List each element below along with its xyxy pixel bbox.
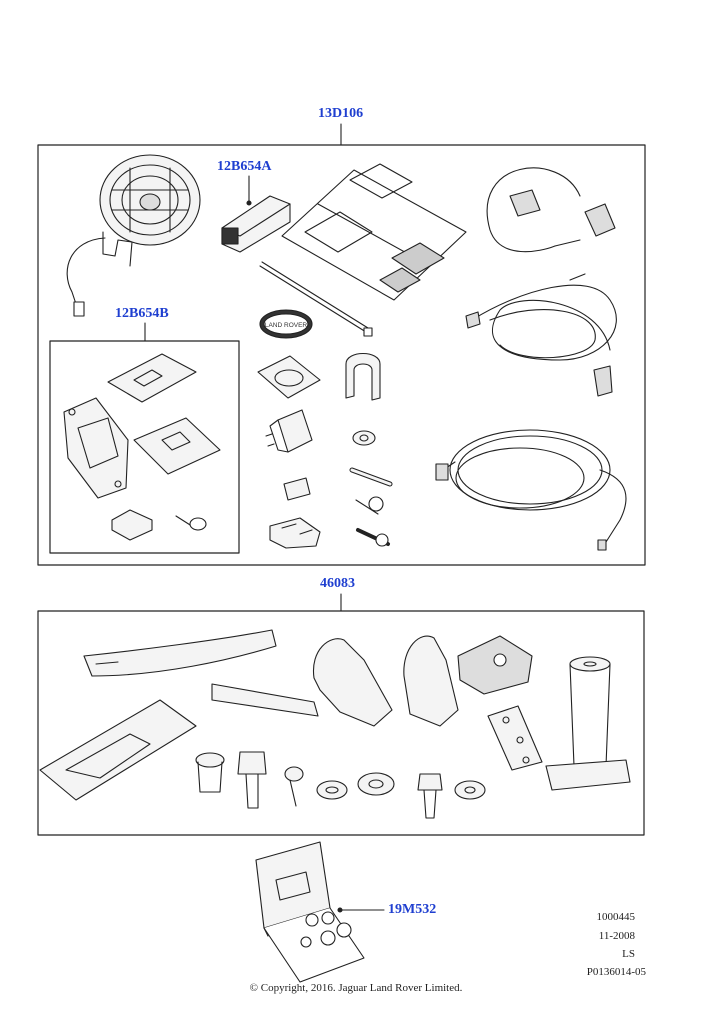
- bolt-long-part: [417, 773, 443, 819]
- washer-small-part: [352, 430, 376, 446]
- cable-tie-part: [259, 261, 373, 337]
- screw-subkit-part: [175, 515, 207, 531]
- spring-washer-part: [316, 780, 348, 800]
- fuse-part: [283, 477, 311, 501]
- date-label: 11-2008: [598, 930, 635, 942]
- wiring-harness-long-part: [465, 273, 617, 397]
- flat-washer-small-part: [454, 780, 486, 800]
- flat-washer-large-part: [357, 772, 395, 796]
- fuse-holder-part: [269, 517, 321, 549]
- switch-module-part: [221, 175, 291, 253]
- badge-lettering: LAND ROVER: [265, 322, 308, 329]
- mounting-clip-part: [345, 352, 381, 401]
- trim-plate-lower-part: [133, 417, 221, 475]
- rivet-nut-part: [195, 752, 225, 793]
- relay-part: [265, 409, 313, 453]
- hex-bolt-part: [237, 751, 267, 809]
- land-rover-badge-part: [259, 309, 313, 339]
- bracket-part: [63, 397, 129, 499]
- code-label: LS: [622, 948, 635, 960]
- bolt-part: [349, 467, 393, 487]
- latch-part: [457, 635, 533, 695]
- illustration-id: P0136014-05: [586, 966, 646, 978]
- callout-13d106: 13D106: [318, 106, 364, 121]
- pedestal-part: [545, 656, 631, 791]
- callout-46083: 46083: [320, 576, 355, 591]
- wiring-harness-coiled-part: [435, 429, 627, 551]
- mounting-plate-part: [487, 705, 543, 771]
- adhesive-strip-part: [83, 629, 277, 677]
- speaker-grille-part: [66, 154, 201, 317]
- callout-12b654a: 12B654A: [217, 159, 272, 174]
- callout-19m532: 19M532: [388, 902, 437, 917]
- adhesive-strip-small-part: [211, 683, 319, 717]
- screw-washer-part: [356, 528, 390, 547]
- gasket-part: [257, 355, 321, 399]
- self-tap-screw-part: [284, 766, 304, 807]
- copyright: © Copyright, 2016. Jaguar Land Rover Lim…: [249, 982, 463, 994]
- hook-part-1: [312, 638, 393, 727]
- template-sheet-part: [39, 699, 197, 801]
- clip-nut-part: [111, 509, 153, 541]
- wiring-harness-short-part: [486, 167, 616, 253]
- screw-part: [355, 496, 384, 515]
- hook-part-2: [403, 635, 459, 727]
- trim-plate-upper-part: [107, 353, 197, 403]
- callout-12b654b: 12B654B: [115, 306, 169, 321]
- instruction-card-part: [281, 163, 467, 301]
- bulb-kit-box-part: [255, 841, 385, 983]
- ref-number: 1000445: [596, 911, 636, 923]
